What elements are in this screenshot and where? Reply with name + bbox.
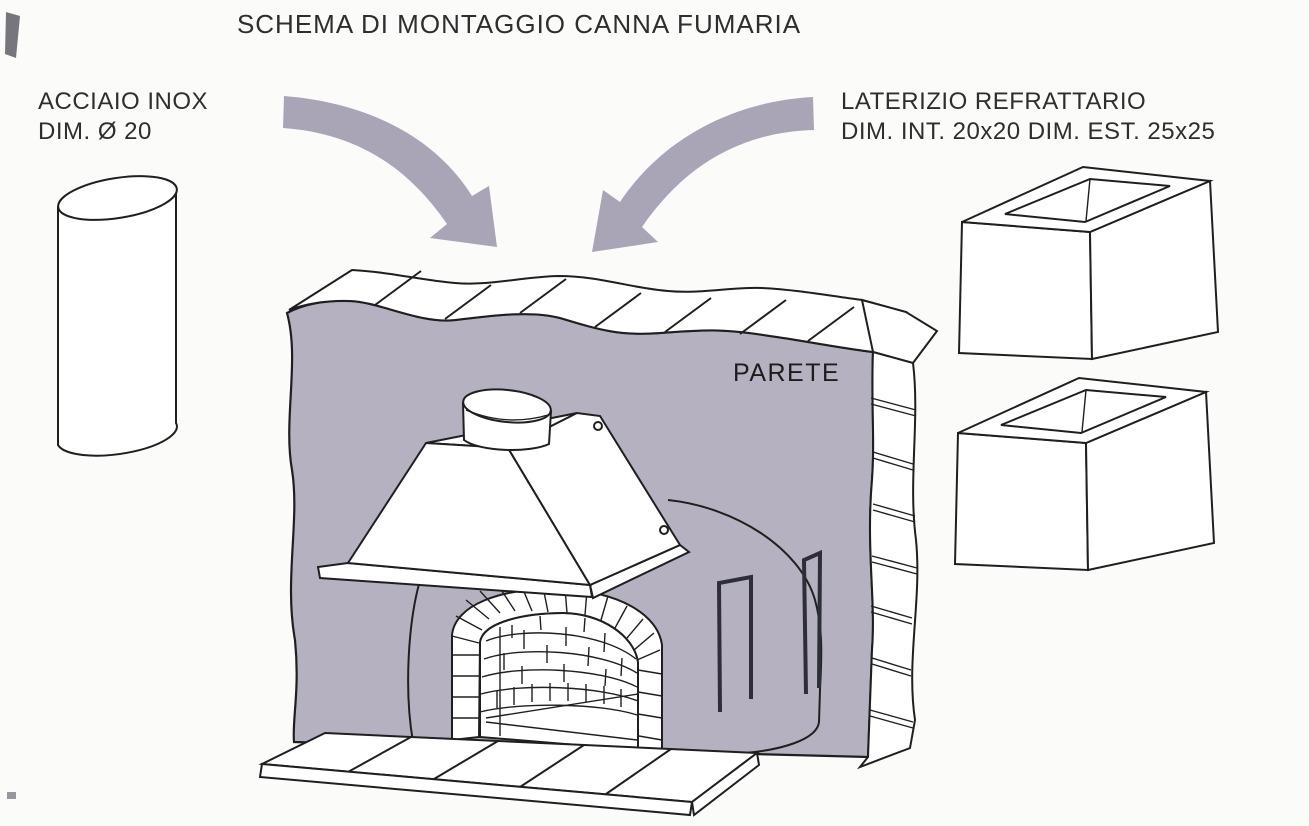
refractory-brick-label: LATERIZIO REFRATTARIO DIM. INT. 20x20 DI… bbox=[841, 88, 1215, 145]
vent-slot-right bbox=[801, 549, 823, 695]
block-front-face bbox=[957, 220, 1094, 361]
block-hole-inner-edge bbox=[1085, 178, 1091, 222]
flue-brick-bottom bbox=[953, 376, 1216, 572]
oven-hood bbox=[316, 388, 691, 600]
arch-voussoir-joints bbox=[451, 586, 663, 741]
interior-brick-courses bbox=[479, 615, 639, 736]
refractory-brick-label-line2: DIM. INT. 20x20 DIM. EST. 25x25 bbox=[841, 118, 1215, 145]
refractory-brick-label-line1: LATERIZIO REFRATTARIO bbox=[841, 88, 1146, 115]
arrow-left bbox=[283, 96, 497, 247]
dome-left-outline bbox=[407, 576, 422, 743]
pipe-body bbox=[57, 187, 178, 457]
interior-floor-joints bbox=[485, 693, 639, 741]
wall-brick-edge bbox=[856, 350, 919, 770]
brick-edge-joints bbox=[869, 397, 918, 729]
scan-artifact bbox=[7, 792, 16, 799]
pipe-opening bbox=[57, 175, 178, 221]
coping-corner-tile bbox=[860, 298, 939, 365]
steel-pipe-label-line1: ACCIAIO INOX bbox=[38, 88, 208, 115]
vent-slot-left bbox=[716, 574, 753, 713]
hood-rivet bbox=[593, 421, 603, 431]
hood-chimney-stub bbox=[461, 388, 553, 451]
slab-right-edge bbox=[690, 751, 761, 817]
block-hole-inner-edge bbox=[1081, 389, 1087, 433]
oven-arch bbox=[451, 586, 663, 755]
steel-pipe-label: ACCIAIO INOX DIM. Ø 20 bbox=[38, 88, 208, 145]
hood-right-face bbox=[506, 411, 682, 587]
slab-tile-joints bbox=[347, 736, 672, 795]
wall-label: PARETE bbox=[733, 359, 840, 387]
arrow-right bbox=[592, 97, 814, 252]
stub-rim bbox=[465, 409, 549, 421]
wall-coping bbox=[288, 268, 908, 354]
page-title: SCHEMA DI MONTAGGIO CANNA FUMARIA bbox=[237, 9, 801, 39]
scan-artifact bbox=[5, 12, 20, 58]
flue-brick-top bbox=[957, 165, 1220, 361]
hood-rivet bbox=[659, 525, 669, 535]
coping-tile-joints bbox=[374, 270, 855, 342]
floor-slab bbox=[258, 731, 761, 817]
stub-opening bbox=[462, 388, 552, 424]
block-front-face bbox=[953, 431, 1090, 572]
steel-pipe-cylinder bbox=[57, 175, 178, 457]
steel-pipe-label-line2: DIM. Ø 20 bbox=[38, 118, 152, 145]
slab-front-edge bbox=[258, 762, 694, 817]
